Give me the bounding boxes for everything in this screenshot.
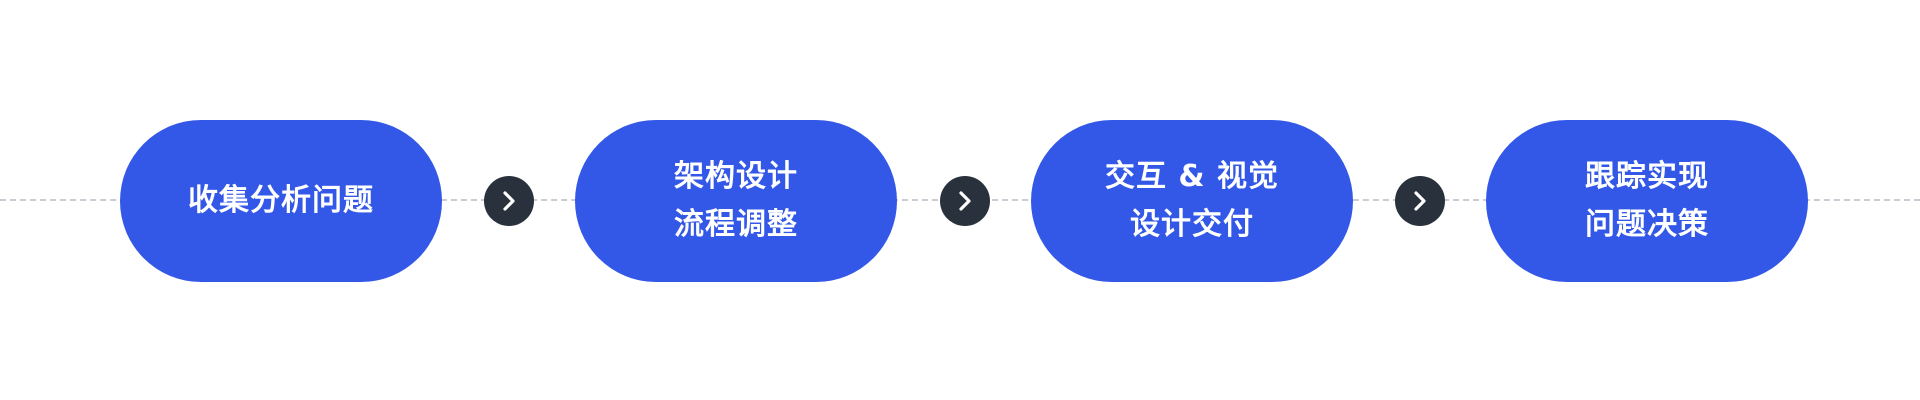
step-4-line-1: 跟踪实现 xyxy=(1585,159,1709,194)
step-3-line-1: 交互 & 视觉 xyxy=(1104,159,1280,194)
step-architecture-process: 架构设计 流程调整 xyxy=(575,120,897,282)
step-3-line-2: 设计交付 xyxy=(1130,207,1254,242)
connector-arrow-3 xyxy=(1395,176,1445,226)
step-2-line-1: 架构设计 xyxy=(674,159,798,194)
chevron-right-icon xyxy=(959,191,971,211)
step-collect-analyze: 收集分析问题 xyxy=(120,120,442,282)
step-1-line-1: 收集分析问题 xyxy=(188,183,374,218)
connector-arrow-2 xyxy=(940,176,990,226)
step-4-line-2: 问题决策 xyxy=(1585,207,1709,242)
chevron-right-icon xyxy=(503,191,515,211)
connector-arrow-1 xyxy=(484,176,534,226)
chevron-right-icon xyxy=(1414,191,1426,211)
step-tracking-decisions: 跟踪实现 问题决策 xyxy=(1486,120,1808,282)
step-2-line-2: 流程调整 xyxy=(674,207,798,242)
step-interaction-visual: 交互 & 视觉 设计交付 xyxy=(1031,120,1353,282)
